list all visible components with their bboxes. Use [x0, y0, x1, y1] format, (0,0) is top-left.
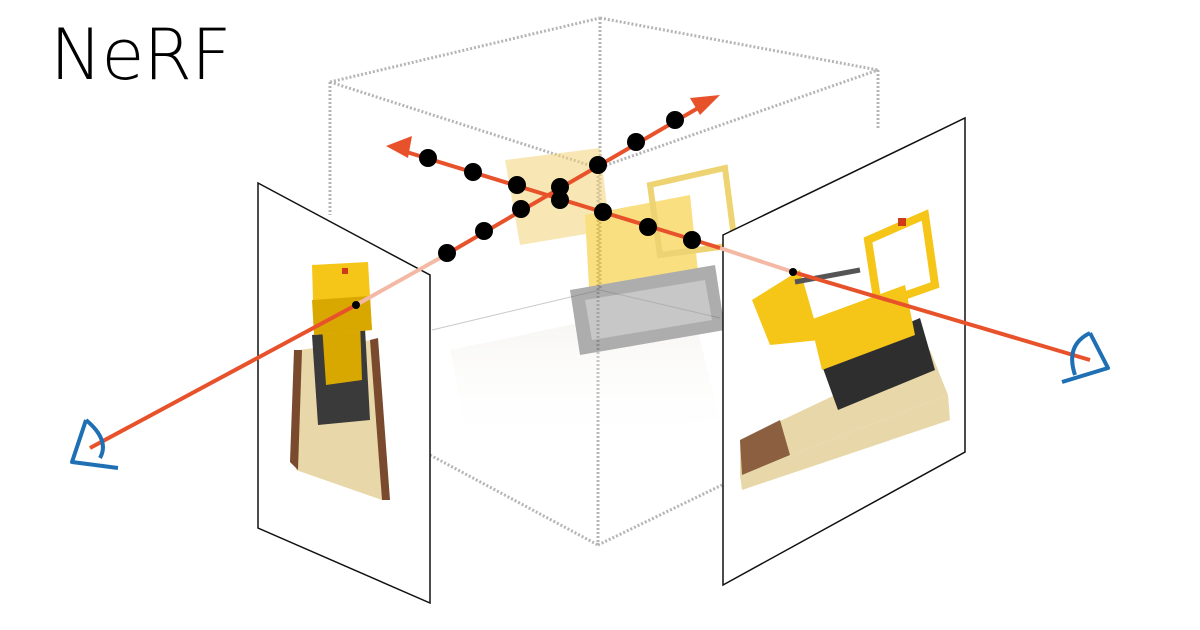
cube-top-front-right	[597, 68, 879, 170]
left-plane-bulldozer	[290, 262, 390, 500]
page-title: NeRF	[50, 14, 231, 96]
sample-point	[419, 149, 437, 167]
image-plane-hit-left	[352, 301, 360, 309]
right-bucket	[752, 270, 820, 345]
sample-point	[508, 176, 526, 194]
eye-icon	[70, 331, 1110, 470]
right-bucket-arm	[794, 267, 861, 285]
eye-icon-left-lid	[84, 418, 105, 459]
volume-track-plate	[585, 280, 712, 340]
eye-icon-right	[1061, 332, 1110, 384]
sample-point	[589, 156, 607, 174]
ray-a-outer	[89, 303, 357, 450]
left-base-bricks	[290, 350, 302, 470]
sample-point	[551, 178, 569, 196]
right-base-plate	[740, 395, 950, 490]
sample-point	[438, 244, 456, 262]
cube-bottom-right	[597, 483, 723, 547]
ray-b-outer	[792, 270, 1091, 362]
cube-bottom-left	[429, 453, 599, 547]
right-plane-bulldozer	[740, 209, 950, 490]
sample-points	[352, 111, 797, 309]
image-plane-hit-right	[789, 268, 797, 276]
left-beacon	[342, 268, 348, 274]
sample-point	[639, 218, 657, 236]
right-base-bricks	[740, 420, 790, 475]
ray-b-arrowhead	[386, 136, 412, 158]
right-beacon	[898, 218, 906, 226]
sample-point	[475, 222, 493, 240]
eye-icon-right-lid	[1070, 331, 1091, 376]
right-track	[820, 318, 935, 410]
sample-point	[666, 111, 684, 129]
ray-a-arrowhead	[690, 95, 720, 115]
ray-b-faded	[719, 246, 794, 274]
cube-back-top-left	[329, 16, 601, 84]
sample-point	[594, 203, 612, 221]
sample-point	[551, 191, 569, 209]
cube-top-front-left	[329, 80, 599, 170]
sample-point	[512, 200, 530, 218]
ray-a-faded	[355, 256, 441, 307]
sample-point	[627, 133, 645, 151]
right-image-plane	[722, 116, 966, 587]
left-base-bricks-right	[370, 338, 390, 500]
left-cab	[322, 320, 362, 385]
cube-back-top-right	[599, 16, 879, 72]
sample-point	[464, 163, 482, 181]
right-body	[810, 285, 915, 370]
left-image-plane	[257, 181, 431, 605]
sample-point	[683, 231, 701, 249]
volume-model	[450, 148, 739, 450]
eye-icon-left	[70, 419, 119, 470]
